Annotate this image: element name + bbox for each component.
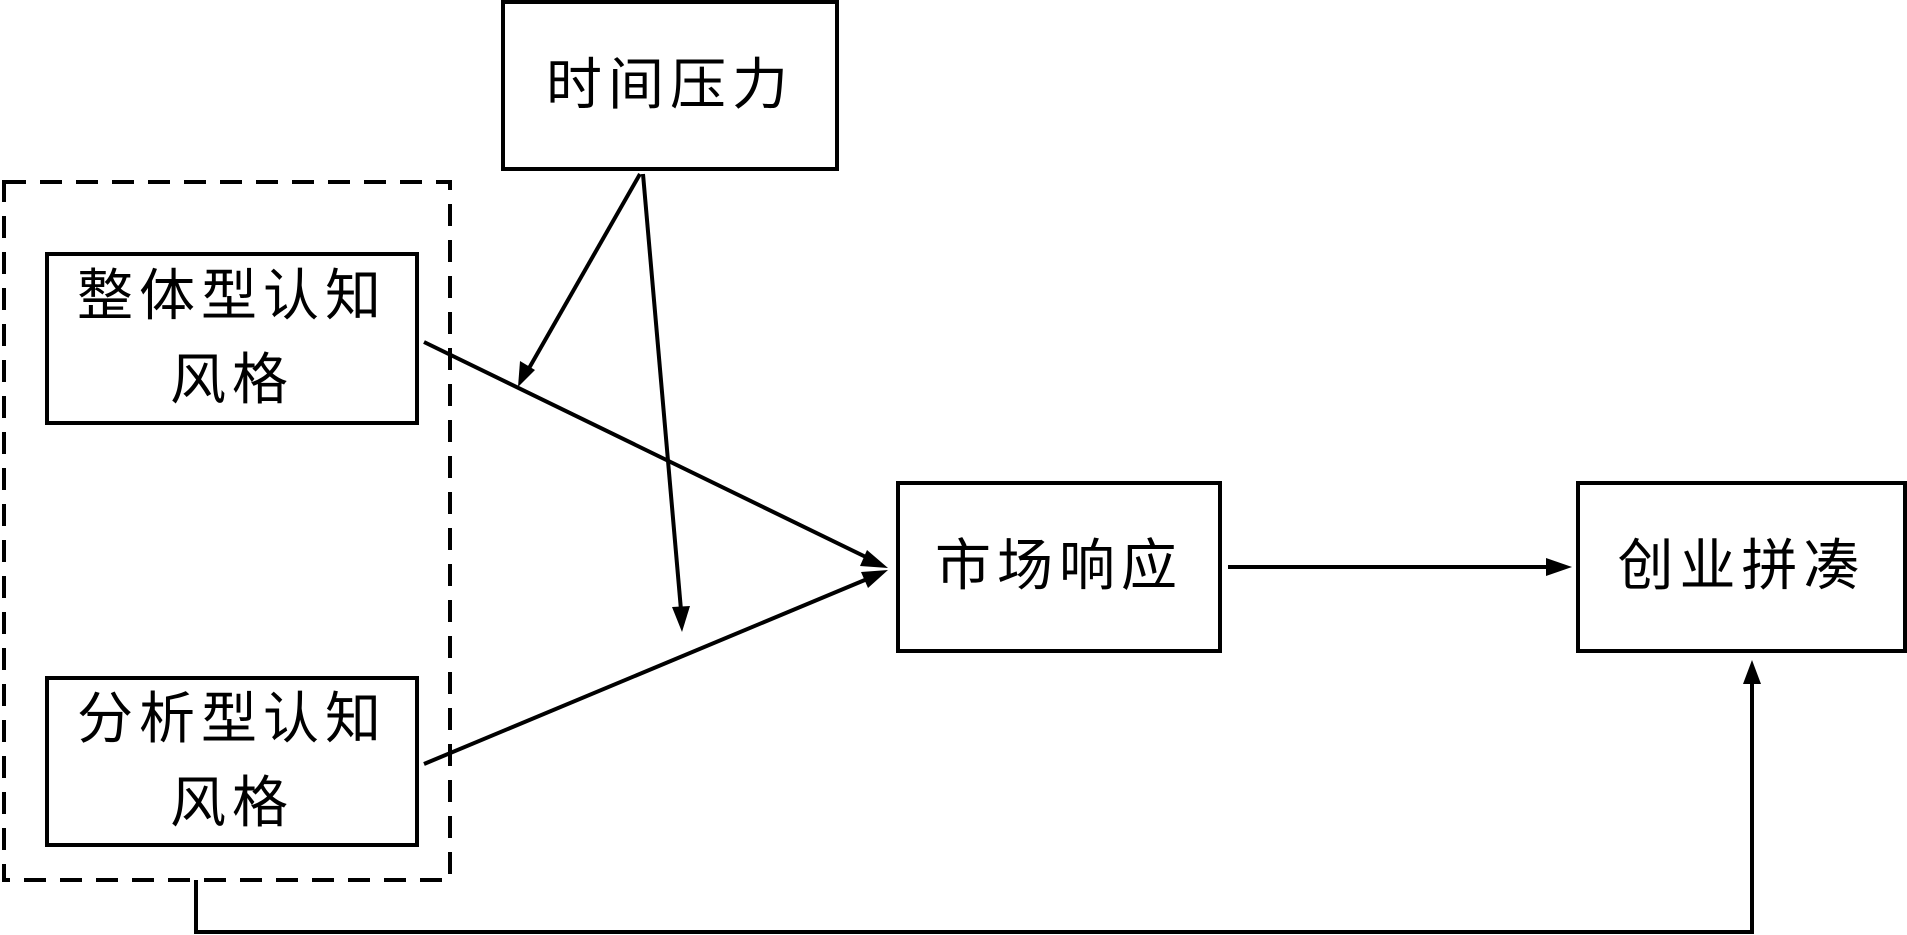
node-time-pressure: 时间压力	[501, 0, 839, 171]
arrowhead-time-pressure-to-analytic-path	[672, 606, 690, 632]
arrowhead-market-to-bricolage	[1546, 558, 1572, 576]
arrow-styles-to-bricolage	[194, 680, 1754, 934]
node-market-response-label: 市场响应	[935, 534, 1183, 599]
arrowhead-time-pressure-to-holistic-path	[518, 361, 535, 387]
arrowhead-analytic-to-market	[861, 570, 888, 588]
node-analytic-cognitive-style: 分析型认知风格	[45, 676, 419, 847]
node-time-pressure-label: 时间压力	[546, 52, 794, 118]
arrow-holistic-to-market	[423, 340, 873, 562]
arrow-time-pressure-to-holistic-path	[526, 173, 642, 371]
arrow-time-pressure-to-analytic-path	[641, 173, 683, 611]
node-holistic-cognitive-style: 整体型认知风格	[45, 252, 419, 425]
arrowhead-holistic-to-market	[860, 550, 888, 568]
arrowhead-styles-to-bricolage	[1743, 660, 1761, 684]
node-holistic-cognitive-style-label: 整体型认知风格	[77, 263, 387, 413]
node-analytic-cognitive-style-label: 分析型认知风格	[77, 686, 387, 836]
node-entrepreneurial-bricolage-label: 创业拼凑	[1617, 534, 1866, 599]
node-market-response: 市场响应	[896, 481, 1222, 653]
arrow-analytic-to-market	[423, 575, 873, 766]
node-entrepreneurial-bricolage: 创业拼凑	[1576, 481, 1907, 653]
cognitive-style-group-frame	[2, 180, 452, 882]
